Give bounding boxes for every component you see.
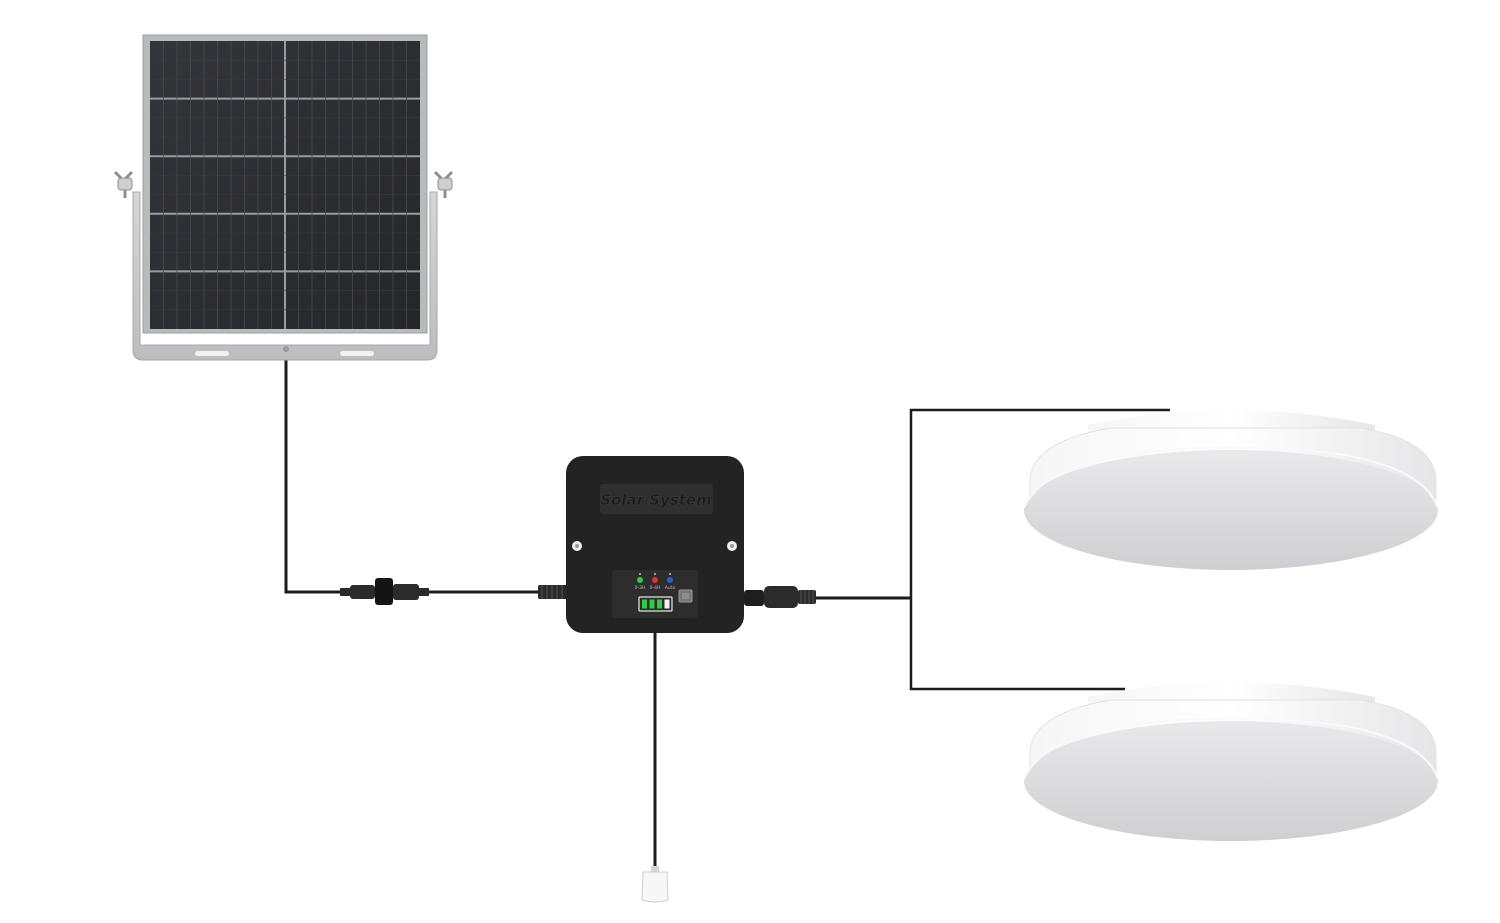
indicator-marker bbox=[639, 573, 641, 575]
battery-bar bbox=[657, 599, 662, 609]
panel-cable bbox=[284, 345, 342, 594]
right-screw-icon bbox=[727, 541, 737, 551]
left-strain-relief bbox=[538, 585, 568, 599]
right-wing-knob-icon bbox=[433, 170, 454, 198]
lamp-diffuser bbox=[1024, 450, 1438, 570]
indicator-label: 0-3H bbox=[635, 585, 646, 591]
output-connector bbox=[744, 586, 816, 608]
indicator-label: Auto bbox=[665, 585, 676, 591]
controller-box: Solar System 0-3H 0-4H Auto bbox=[538, 456, 816, 633]
ceiling-lamp-top bbox=[1023, 410, 1439, 570]
ceiling-lamp-bottom bbox=[1023, 682, 1439, 841]
left-screw-icon bbox=[572, 541, 582, 551]
mounting-bracket bbox=[113, 170, 454, 361]
indicator-group: 0-3H 0-4H Auto bbox=[635, 573, 676, 591]
brand-label: Solar System bbox=[600, 491, 711, 509]
panel-grid bbox=[150, 41, 420, 329]
indicator-marker bbox=[654, 573, 656, 575]
solar-panel bbox=[113, 34, 454, 361]
indicator-led-icon bbox=[667, 577, 673, 583]
light-sensor bbox=[641, 866, 669, 903]
indicator-marker bbox=[669, 573, 671, 575]
indicator-led-icon bbox=[652, 577, 658, 583]
lamp-branch-cable bbox=[909, 408, 1170, 691]
brand-label-plate bbox=[600, 484, 713, 514]
battery-bar bbox=[642, 599, 647, 609]
indicator-label: 0-4H bbox=[650, 585, 661, 591]
left-wing-knob-icon bbox=[113, 170, 134, 198]
indicator-led-icon bbox=[637, 577, 643, 583]
cables bbox=[284, 345, 1170, 868]
battery-bar bbox=[664, 599, 670, 609]
battery-bar bbox=[649, 599, 655, 609]
inline-connector bbox=[340, 578, 429, 605]
battery-gauge bbox=[638, 596, 673, 612]
control-panel bbox=[612, 570, 698, 618]
lamp-diffuser bbox=[1024, 721, 1438, 841]
